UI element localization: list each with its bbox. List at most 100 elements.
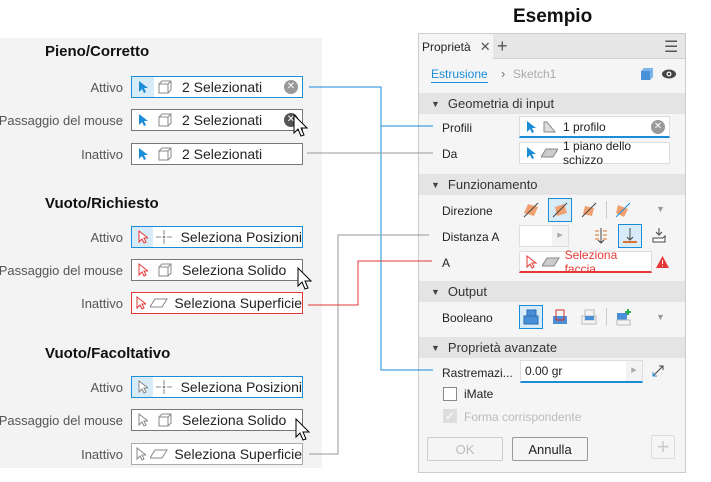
boolean-join-button[interactable] [519, 305, 543, 329]
solid-icon [154, 110, 176, 130]
state-label-hover: Passaggio del mouse [0, 113, 123, 128]
expand-arrow-icon[interactable]: ▶ [626, 361, 642, 381]
clear-icon[interactable]: ✕ [284, 80, 298, 94]
section-title: Geometria di input [447, 96, 555, 111]
expand-arrow-icon[interactable]: ▶ [552, 226, 568, 246]
section-title: Output [447, 284, 487, 299]
cube-icon[interactable] [639, 66, 655, 82]
collapse-triangle-icon: ▼ [431, 342, 440, 353]
pointer-icon [132, 293, 150, 313]
taper-input[interactable]: 0.00 gr▶ [520, 360, 643, 383]
pointer-icon [132, 260, 154, 280]
selector-text: Seleziona Superficie [174, 295, 302, 311]
properties-panel: Proprietà ✕ + ☰ Estrusione › Sketch1 ▼ Geo… [418, 33, 686, 473]
collapse-triangle-icon: ▼ [431, 98, 440, 109]
mouse-cursor-icon [295, 418, 311, 441]
flip-taper-icon[interactable] [651, 364, 665, 378]
add-tab-icon[interactable]: + [497, 36, 508, 56]
section-behavior-header[interactable]: ▼Funzionamento [419, 174, 685, 195]
breadcrumb-separator: › [501, 66, 506, 81]
da-label: Da [442, 147, 458, 161]
solid-icon [154, 144, 176, 164]
match-shape-checkbox[interactable]: ✓ [443, 409, 457, 423]
dropdown-arrow-icon[interactable]: ▼ [656, 312, 665, 322]
close-icon[interactable]: ✕ [479, 38, 491, 54]
selector-filled-inactive[interactable]: 2 Selezionati [131, 143, 303, 165]
selector-filled-hover[interactable]: 2 Selezionati ✕ [131, 109, 303, 131]
extent-next-button[interactable] [647, 224, 671, 248]
clear-icon[interactable]: ✕ [651, 119, 665, 134]
solid-icon [154, 410, 176, 430]
extent-between-button[interactable] [589, 224, 613, 248]
breadcrumb-estrusione[interactable]: Estrusione [431, 67, 488, 83]
section-geometry-header[interactable]: ▼ Geometria di input [419, 93, 685, 114]
ok-button[interactable]: OK [427, 437, 503, 461]
section-advanced-header[interactable]: ▼ Proprietà avanzate [419, 337, 685, 358]
pointer-icon [132, 144, 154, 164]
selector-text: Seleziona Solido [182, 262, 287, 278]
plane-icon [540, 148, 559, 158]
warning-icon [656, 256, 669, 268]
selector-filled-active[interactable]: 2 Selezionati ✕ [131, 76, 303, 98]
state-label-inactive: Inattivo [81, 296, 123, 311]
tab-bar: Proprietà ✕ + ☰ [419, 34, 685, 59]
solid-icon [154, 77, 176, 97]
a-label: A [442, 256, 451, 270]
state-label-active: Attivo [90, 80, 123, 95]
state-label-hover: Passaggio del mouse [0, 413, 123, 428]
selector-text: 2 Selezionati [182, 146, 263, 162]
extent-to-button[interactable] [618, 224, 642, 248]
selector-optional-hover[interactable]: Seleziona Solido [131, 409, 303, 431]
cancel-button[interactable]: Annulla [512, 437, 588, 461]
pointer-icon [527, 147, 536, 159]
section-title: Proprietà avanzate [447, 340, 558, 355]
position-icon [153, 227, 174, 247]
state-label-inactive: Inattivo [81, 447, 123, 462]
tab-properties[interactable]: Proprietà ✕ [419, 34, 493, 59]
selector-optional-inactive[interactable]: Seleziona Superficie [131, 443, 303, 465]
selector-optional-active[interactable]: Seleziona Posizioni [131, 376, 303, 398]
state-label-active: Attivo [90, 230, 123, 245]
boolean-cut-button[interactable] [548, 305, 572, 329]
booleano-label: Booleano [442, 311, 493, 325]
profili-value: 1 profilo [563, 119, 606, 134]
solid-icon [154, 260, 176, 280]
collapse-triangle-icon: ▼ [431, 286, 440, 297]
section-title-filled: Pieno/Corretto [45, 43, 150, 60]
direction-default-button[interactable] [519, 198, 543, 222]
profili-selector[interactable]: 1 profilo ✕ [519, 116, 670, 138]
boolean-intersect-button[interactable] [577, 305, 601, 329]
selector-text: Seleziona Posizioni [180, 229, 302, 245]
position-icon [153, 377, 174, 397]
pointer-icon [527, 120, 536, 133]
selector-required-inactive[interactable]: Seleziona Superficie [131, 292, 303, 314]
selector-text: 2 Selezionati [182, 79, 263, 95]
da-selector[interactable]: 1 piano dello schizzo [519, 139, 670, 167]
section-title: Funzionamento [447, 177, 538, 192]
direction-flipped-button[interactable] [548, 198, 572, 222]
new-solid-button[interactable] [611, 305, 635, 329]
section-title-required: Vuoto/Richiesto [45, 195, 159, 212]
taper-label: Rastremazi... [442, 366, 513, 380]
a-selector[interactable]: Seleziona faccia [519, 247, 652, 276]
selector-text: Seleziona Posizioni [180, 379, 302, 395]
profile-icon [543, 121, 557, 132]
section-output-header[interactable]: ▼ Output [419, 281, 685, 302]
distanza-input[interactable]: ▶ [519, 225, 569, 247]
breadcrumb-sketch[interactable]: Sketch1 [513, 67, 557, 81]
a-value: Seleziona faccia [564, 247, 618, 276]
tab-label: Proprietà [422, 39, 471, 54]
direction-asymmetric-button[interactable] [611, 198, 635, 222]
add-button[interactable]: + [651, 434, 675, 459]
states-panel [0, 38, 322, 468]
selector-required-hover[interactable]: Seleziona Solido [131, 259, 303, 281]
distanza-label: Distanza A [442, 230, 500, 244]
selector-required-active[interactable]: Seleziona Posizioni [131, 226, 303, 248]
menu-icon[interactable]: ☰ [664, 39, 679, 56]
match-shape-label: Forma corrispondente [464, 410, 582, 424]
visibility-eye-icon[interactable] [661, 68, 677, 80]
face-icon [541, 257, 560, 266]
imate-checkbox[interactable] [443, 387, 457, 401]
direction-symmetric-button[interactable] [577, 198, 601, 222]
dropdown-arrow-icon[interactable]: ▼ [656, 204, 665, 214]
